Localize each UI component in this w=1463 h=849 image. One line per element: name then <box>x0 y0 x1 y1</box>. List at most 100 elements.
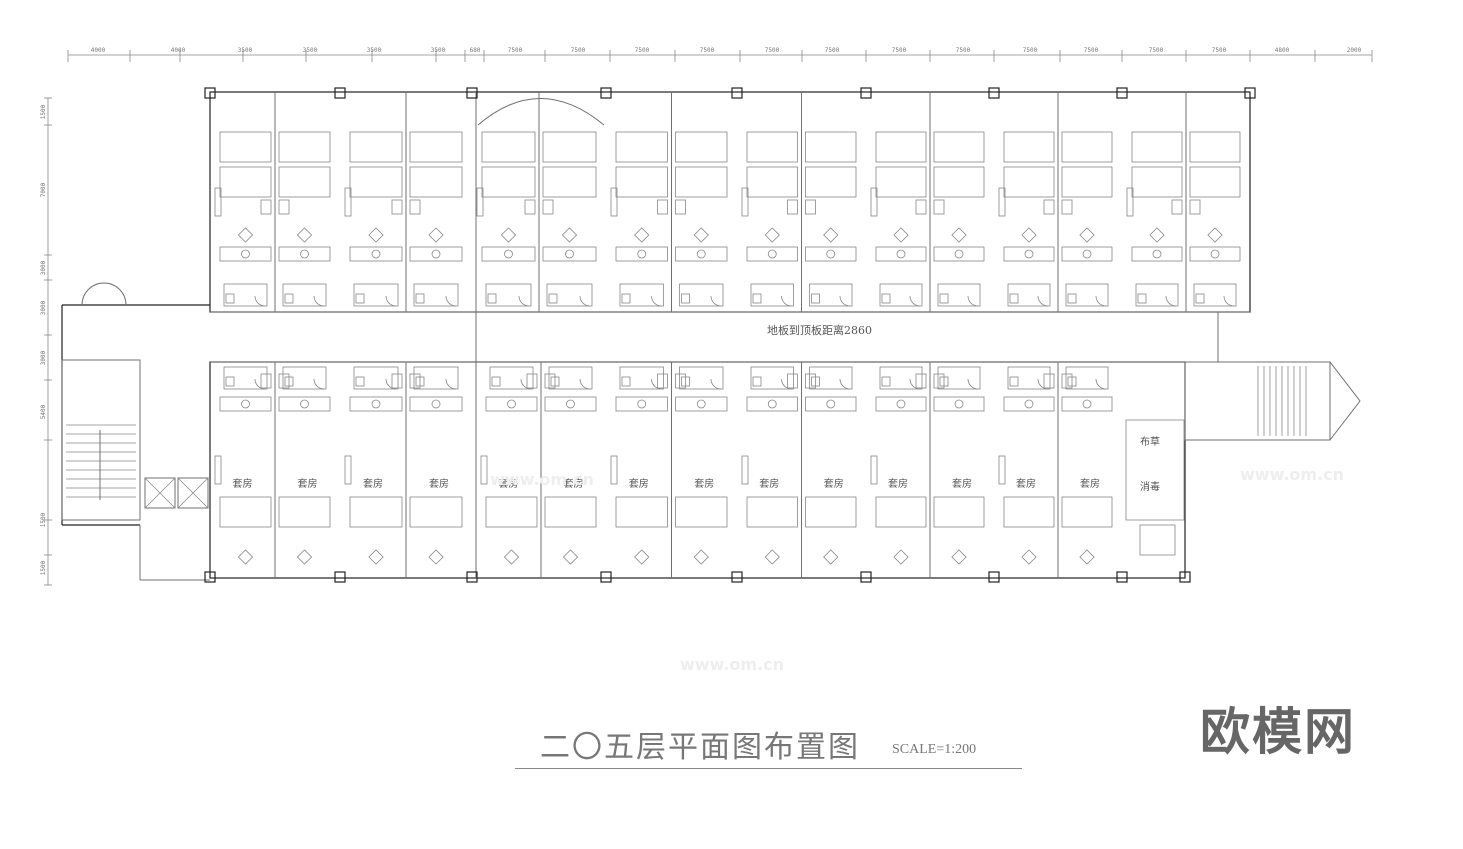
toilet-icon <box>681 293 690 304</box>
wardrobe-icon <box>787 199 798 215</box>
dimension-label: 7500 <box>825 47 840 54</box>
armchair-icon <box>1079 549 1095 565</box>
toilet-icon <box>355 376 365 387</box>
shower-door <box>909 295 921 307</box>
armchair-icon <box>823 549 839 565</box>
wardrobe-icon <box>1061 373 1073 389</box>
east-stair <box>1184 361 1331 441</box>
shower-door <box>651 378 662 390</box>
shower-door <box>1037 295 1049 307</box>
sink-icon <box>767 399 777 409</box>
armchair-icon <box>634 227 650 243</box>
title-underline <box>515 768 1022 769</box>
toilet-icon <box>550 376 560 387</box>
bed <box>349 131 403 163</box>
bed <box>615 131 668 163</box>
service-room-label: 消毒 <box>1140 480 1160 493</box>
armchair-icon <box>237 549 254 565</box>
wardrobe-icon <box>1061 199 1073 215</box>
dimension-label: 4000 <box>171 47 186 54</box>
armchair-icon <box>693 549 709 565</box>
dimension-label: 4800 <box>1275 47 1290 54</box>
room-label: 套房 <box>429 477 449 490</box>
column <box>600 571 612 583</box>
vanity <box>1003 246 1055 262</box>
bathroom <box>546 283 593 307</box>
bed <box>278 496 331 528</box>
shower-door <box>254 295 266 307</box>
bathroom <box>353 366 399 390</box>
bed <box>1131 166 1183 198</box>
bed <box>675 166 728 198</box>
bed <box>875 131 927 163</box>
window-unit <box>476 187 484 217</box>
armchair-icon <box>764 549 780 565</box>
dimension-label: 1500 <box>40 512 47 527</box>
dimension-label: 7500 <box>571 47 586 54</box>
bed <box>409 496 463 528</box>
bathroom <box>679 283 724 307</box>
dimension-label: 1500 <box>40 104 47 119</box>
toilet-icon <box>621 376 631 387</box>
toilet-icon <box>284 376 294 387</box>
window-unit <box>741 187 749 217</box>
vanity <box>875 396 927 412</box>
sink-icon <box>954 399 964 409</box>
vanity <box>349 396 403 412</box>
bed <box>675 496 728 528</box>
service-room <box>1125 419 1185 521</box>
bed <box>219 131 272 163</box>
wardrobe-icon <box>787 373 798 389</box>
dimension-label: 1500 <box>40 560 47 575</box>
sink-icon <box>566 399 575 409</box>
vanity <box>746 246 798 262</box>
bed <box>542 166 597 198</box>
toilet-icon <box>1009 293 1019 304</box>
shower-door <box>909 378 921 390</box>
wardrobe-icon <box>805 373 816 389</box>
vanity <box>544 396 597 412</box>
bed <box>675 131 728 163</box>
wardrobe-icon <box>915 373 927 389</box>
wardrobe-icon <box>544 373 556 389</box>
bed <box>481 166 536 198</box>
toilet-icon <box>752 376 762 387</box>
sink-icon <box>1210 249 1220 259</box>
bathroom <box>809 283 853 307</box>
wardrobe-icon <box>1171 199 1183 215</box>
bed <box>1131 131 1183 163</box>
wardrobe-icon <box>657 373 668 389</box>
sink-icon <box>696 399 706 409</box>
bottom-wing-outline <box>209 361 1186 579</box>
toilet-icon <box>1009 376 1019 387</box>
column <box>1116 571 1128 583</box>
vanity <box>933 396 985 412</box>
bed <box>1139 524 1176 556</box>
sink-icon <box>507 399 516 409</box>
dimension-label: 3000 <box>40 260 47 275</box>
vanity <box>933 246 985 262</box>
bed <box>1189 131 1241 163</box>
bed <box>746 496 798 528</box>
toilet-icon <box>1195 293 1205 304</box>
bed <box>1061 496 1113 528</box>
bed <box>409 166 463 198</box>
armchair-icon <box>1021 549 1037 565</box>
bathroom <box>223 283 268 307</box>
shower-door <box>781 295 792 307</box>
bed <box>278 131 331 163</box>
bed <box>219 166 272 198</box>
vanity <box>1061 396 1113 412</box>
armchair-icon <box>296 549 313 565</box>
bed <box>278 166 331 198</box>
toilet-icon <box>881 376 891 387</box>
toilet-icon <box>225 293 235 304</box>
window-unit <box>480 455 488 485</box>
bathroom <box>937 366 981 390</box>
elevator-icon <box>144 477 176 509</box>
logo: 欧模网 <box>1200 703 1356 761</box>
shower-door <box>445 378 457 390</box>
shower-door <box>1165 295 1177 307</box>
armchair-icon <box>237 227 254 243</box>
bathroom <box>619 366 664 390</box>
